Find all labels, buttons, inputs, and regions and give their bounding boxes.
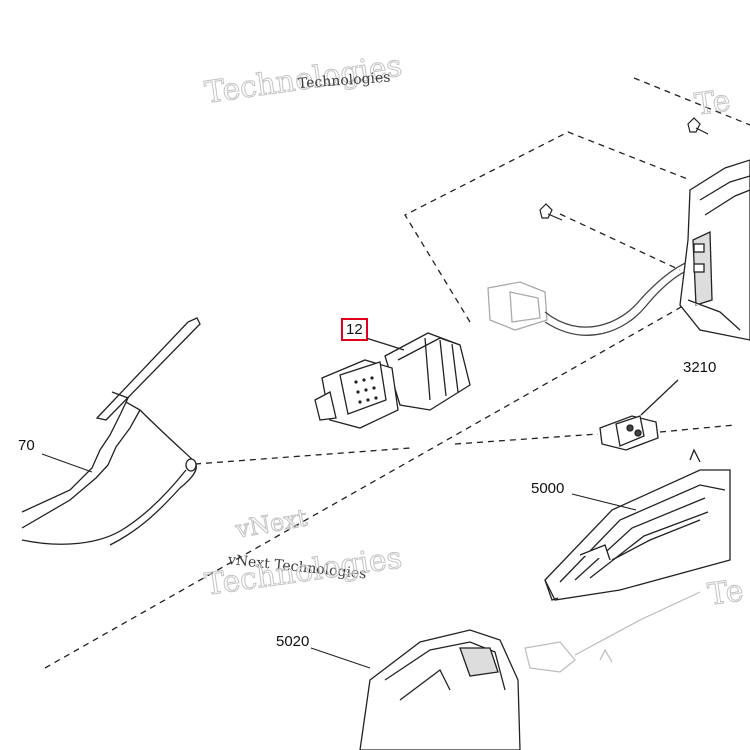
leader-screw [559, 213, 681, 271]
screws [539, 117, 709, 221]
callout-leaders [41, 453, 637, 669]
callout-70[interactable]: 70 [18, 437, 35, 454]
harness-70 [21, 317, 201, 546]
callout-5000[interactable]: 5000 [531, 480, 565, 497]
faint-parts-lower-right [524, 591, 701, 673]
callout-3210[interactable]: 3210 [683, 359, 717, 376]
leader-top-right [633, 77, 750, 126]
leader-harness-3210 [194, 447, 411, 465]
connector-3210 [599, 379, 679, 451]
module-5000 [544, 448, 731, 601]
leader-boundary-upper [404, 131, 691, 323]
connector-12 [314, 332, 471, 429]
module-5020 [359, 629, 521, 750]
leader-3210-far [659, 424, 736, 433]
callout-12[interactable]: 12 [341, 318, 368, 341]
leader-main-diagonal [44, 301, 691, 669]
connector-grey [487, 257, 703, 336]
callout-5020[interactable]: 5020 [276, 633, 310, 650]
housing-upper-right [679, 159, 750, 341]
watermark-right-bottom: Te [705, 573, 746, 614]
leader-3210-right [454, 433, 599, 445]
watermark-right-top: Te [692, 83, 733, 124]
